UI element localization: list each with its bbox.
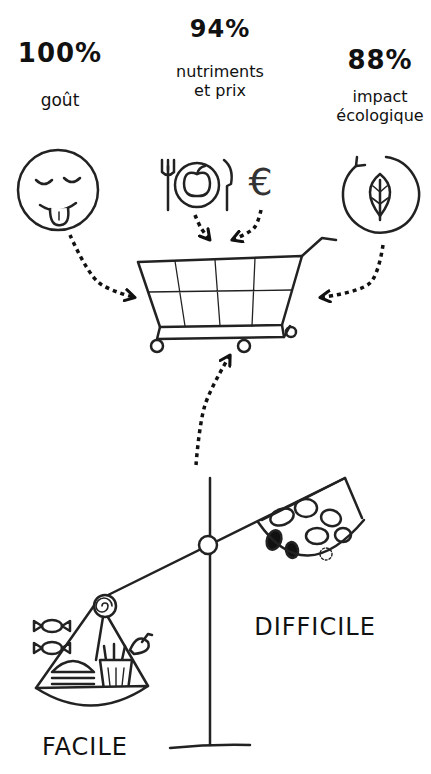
healthy-food-pile <box>306 528 328 544</box>
healthy-food-pile <box>258 499 364 560</box>
ecology-leaf-icon <box>379 180 382 220</box>
junk-food-pile <box>42 642 62 654</box>
fork-plate-knife-icon <box>224 160 232 210</box>
junk-food-pile <box>34 643 70 653</box>
node-label: 94% <box>170 15 270 44</box>
smiley-face <box>50 208 68 225</box>
junk-food-pile <box>104 644 125 660</box>
fork-plate-knife-icon <box>167 160 170 170</box>
ecology-leaf-icon <box>356 157 365 166</box>
dotted-arrow <box>70 235 135 298</box>
taste-icon-node: 100% goût <box>10 30 110 235</box>
shopping-cart <box>238 340 250 352</box>
node-label: impact écologique <box>330 87 430 125</box>
junk-food-pile <box>52 661 94 672</box>
smiley-face <box>64 178 80 182</box>
node-label: € <box>238 160 284 206</box>
junk-food-pile <box>34 595 152 706</box>
nutrition-icon-node: 94%nutriments et prix <box>150 10 240 215</box>
fork-plate-knife-icon <box>175 163 219 207</box>
junk-food-pile <box>96 598 112 612</box>
node-label: FACILE <box>20 733 150 762</box>
healthy-food-pile <box>295 499 317 517</box>
balance-scale <box>262 478 362 520</box>
junk-food-pile <box>94 595 116 617</box>
ecology-leaf-icon <box>372 186 388 204</box>
fork-plate-knife-icon <box>197 166 205 174</box>
price-icon-node: € <box>238 160 284 210</box>
junk-food-pile <box>36 686 148 706</box>
smiley-face <box>18 150 98 230</box>
balance-scale <box>170 745 250 748</box>
node-label: goût <box>10 90 110 110</box>
junk-food-pile <box>34 621 70 631</box>
shopping-cart <box>302 238 336 256</box>
balance-scale <box>199 536 217 554</box>
balance-scale <box>209 478 212 745</box>
healthy-food-pile <box>319 508 342 529</box>
shopping-cart <box>286 327 296 337</box>
dotted-arrow <box>195 215 210 240</box>
dotted-arrow <box>232 210 261 240</box>
smiley-face <box>18 150 98 230</box>
junk-food-pile <box>142 634 152 642</box>
junk-food-pile <box>96 617 103 660</box>
ecology-leaf-icon <box>343 157 419 233</box>
shopping-cart <box>138 238 336 352</box>
ecology-icon-node: 88% impact écologique <box>330 35 430 245</box>
dotted-arrow <box>320 245 383 298</box>
dotted-arrow <box>196 355 230 465</box>
fork-plate-knife-icon <box>167 166 170 210</box>
fork-plate-knife-icon <box>162 160 232 210</box>
smiley-face <box>36 180 52 184</box>
balance-node: DIFFICILE FACILE <box>20 465 420 765</box>
shopping-cart <box>148 258 292 326</box>
smiley-face <box>58 212 60 220</box>
healthy-food-pile <box>268 505 296 528</box>
shopping-cart <box>157 325 284 339</box>
cart-node <box>135 240 320 355</box>
node-label: 88% <box>330 45 430 76</box>
junk-food-pile <box>42 620 62 632</box>
healthy-food-pile <box>258 520 364 556</box>
junk-food-pile <box>108 668 124 686</box>
ecology-leaf-icon <box>343 157 419 233</box>
fork-plate-knife-icon <box>184 173 210 196</box>
node-label: DIFFICILE <box>230 613 400 642</box>
node-label: 100% <box>10 38 110 69</box>
node-label: nutriments et prix <box>170 62 270 100</box>
junk-food-pile <box>130 638 149 654</box>
fork-plate-knife-icon <box>162 160 174 175</box>
shopping-cart <box>138 256 302 327</box>
shopping-cart <box>151 340 163 352</box>
